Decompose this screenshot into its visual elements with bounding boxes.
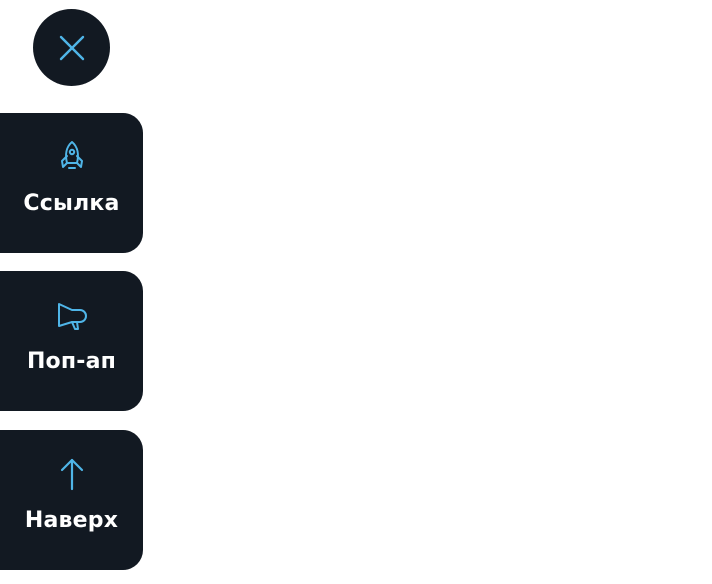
scroll-top-button-label: Наверх (24, 508, 119, 533)
link-button[interactable]: Ссылка (0, 113, 143, 253)
rocket-icon (52, 137, 92, 177)
arrow-up-icon (52, 454, 92, 494)
close-button[interactable] (33, 9, 110, 86)
close-icon (55, 31, 89, 65)
link-button-label: Ссылка (23, 191, 120, 216)
megaphone-icon (52, 295, 92, 335)
scroll-top-button[interactable]: Наверх (0, 430, 143, 570)
popup-button-label: Поп-ап (26, 349, 117, 374)
popup-button[interactable]: Поп-ап (0, 271, 143, 411)
